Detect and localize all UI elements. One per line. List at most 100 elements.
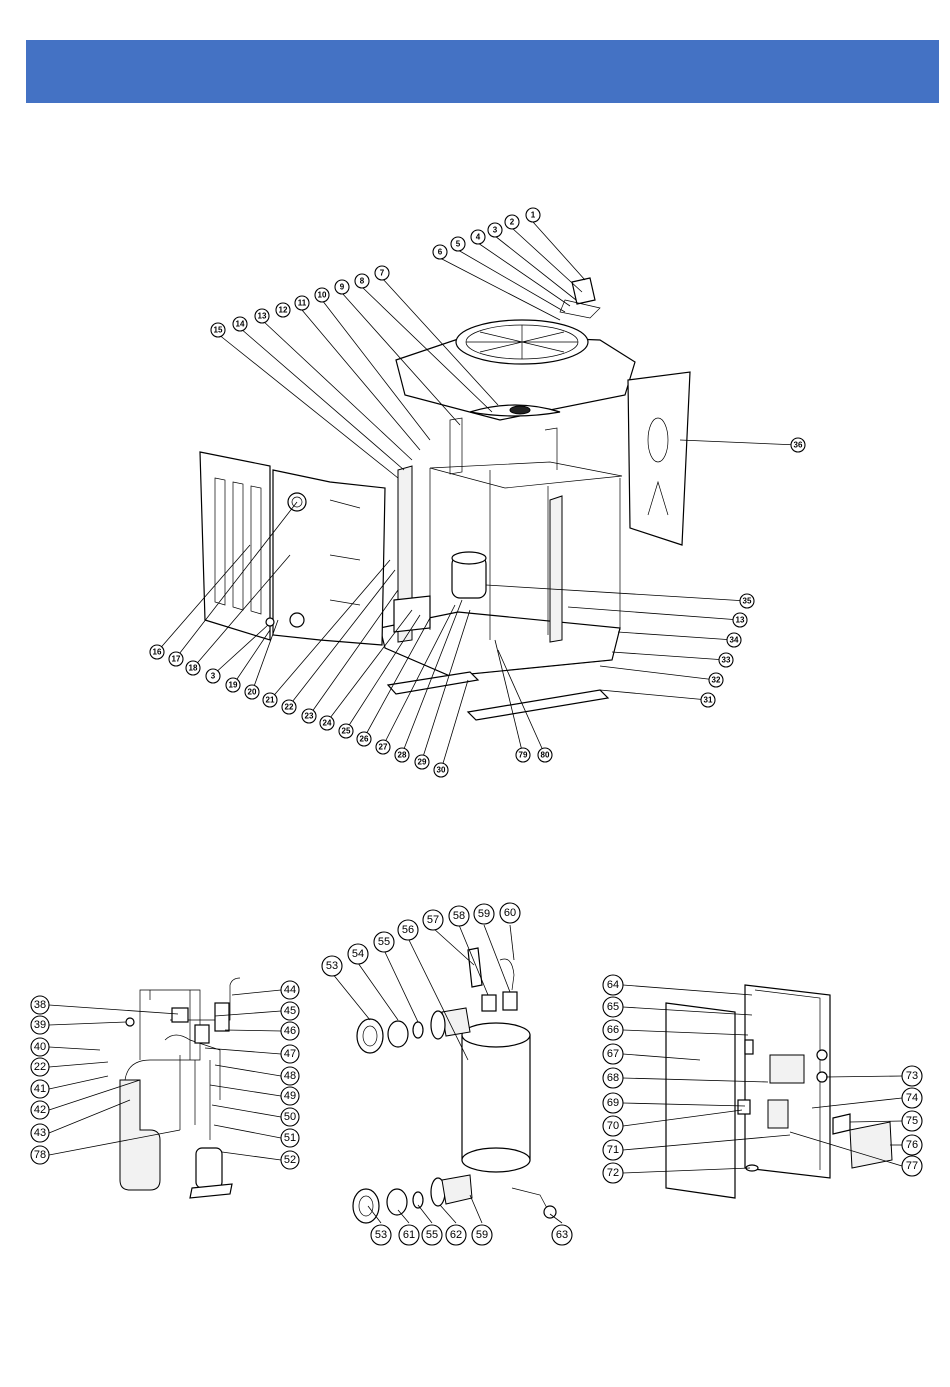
svg-text:10: 10 bbox=[318, 291, 327, 300]
callout-54: 54 bbox=[348, 944, 368, 964]
callout-64: 64 bbox=[603, 975, 623, 995]
callout-25: 25 bbox=[339, 724, 353, 738]
callout-5: 5 bbox=[451, 237, 465, 251]
callout-56: 56 bbox=[398, 920, 418, 940]
callout-24: 24 bbox=[320, 716, 334, 730]
callout-57: 57 bbox=[423, 910, 443, 930]
svg-text:69: 69 bbox=[607, 1097, 619, 1109]
svg-text:59: 59 bbox=[478, 908, 490, 920]
callout-65: 65 bbox=[603, 997, 623, 1017]
callout-48: 48 bbox=[281, 1067, 299, 1085]
svg-text:13: 13 bbox=[736, 616, 745, 625]
svg-text:65: 65 bbox=[607, 1001, 619, 1013]
callout-73: 73 bbox=[902, 1066, 922, 1086]
svg-text:12: 12 bbox=[279, 306, 288, 315]
callout-78: 78 bbox=[31, 1146, 49, 1164]
svg-text:35: 35 bbox=[743, 597, 752, 606]
svg-text:33: 33 bbox=[722, 656, 731, 665]
callout-4: 4 bbox=[471, 230, 485, 244]
svg-text:73: 73 bbox=[906, 1070, 918, 1082]
svg-text:19: 19 bbox=[229, 681, 238, 690]
svg-text:8: 8 bbox=[360, 277, 365, 286]
callout-1: 1 bbox=[526, 208, 540, 222]
piping-callouts: 38 39 40 22 41 42 43 78 44 45 46 47 48 4… bbox=[31, 981, 299, 1169]
callout-3: 3 bbox=[488, 223, 502, 237]
svg-text:55: 55 bbox=[378, 936, 390, 948]
svg-text:5: 5 bbox=[456, 240, 461, 249]
callout-44: 44 bbox=[281, 981, 299, 999]
callout-40: 40 bbox=[31, 1038, 49, 1056]
callout-45: 45 bbox=[281, 1002, 299, 1020]
svg-text:55: 55 bbox=[426, 1229, 438, 1241]
svg-text:6: 6 bbox=[438, 248, 443, 257]
svg-text:46: 46 bbox=[284, 1025, 296, 1037]
piping-leader-lines bbox=[49, 990, 281, 1160]
svg-text:34: 34 bbox=[730, 636, 739, 645]
callout-52: 52 bbox=[281, 1151, 299, 1169]
callout-63: 63 bbox=[552, 1225, 572, 1245]
svg-text:22: 22 bbox=[34, 1061, 46, 1073]
callout-70: 70 bbox=[603, 1116, 623, 1136]
svg-text:21: 21 bbox=[266, 696, 275, 705]
callout-10: 10 bbox=[315, 288, 329, 302]
svg-text:56: 56 bbox=[402, 924, 414, 936]
svg-text:53: 53 bbox=[326, 960, 338, 972]
svg-text:43: 43 bbox=[34, 1127, 46, 1139]
control-box-drawing bbox=[666, 985, 892, 1198]
callout-38: 38 bbox=[31, 996, 49, 1014]
svg-text:48: 48 bbox=[284, 1070, 296, 1082]
callout-72: 72 bbox=[603, 1163, 623, 1183]
callout-76: 76 bbox=[902, 1135, 922, 1155]
svg-text:79: 79 bbox=[519, 751, 528, 760]
svg-text:54: 54 bbox=[352, 948, 364, 960]
callout-59b: 59 bbox=[472, 1225, 492, 1245]
svg-text:25: 25 bbox=[342, 727, 351, 736]
callout-27: 27 bbox=[376, 740, 390, 754]
svg-text:62: 62 bbox=[450, 1229, 462, 1241]
svg-text:50: 50 bbox=[284, 1111, 296, 1123]
callout-9: 9 bbox=[335, 280, 349, 294]
svg-text:74: 74 bbox=[906, 1092, 918, 1104]
callout-7: 7 bbox=[375, 266, 389, 280]
callout-67: 67 bbox=[603, 1044, 623, 1064]
callout-26: 26 bbox=[357, 732, 371, 746]
callout-14: 14 bbox=[233, 317, 247, 331]
svg-text:17: 17 bbox=[172, 655, 181, 664]
svg-text:71: 71 bbox=[607, 1144, 619, 1156]
callout-66: 66 bbox=[603, 1020, 623, 1040]
callout-68: 68 bbox=[603, 1068, 623, 1088]
svg-text:15: 15 bbox=[214, 326, 223, 335]
callout-30: 30 bbox=[434, 763, 448, 777]
callout-6: 6 bbox=[433, 245, 447, 259]
svg-text:4: 4 bbox=[476, 233, 481, 242]
callout-20: 20 bbox=[245, 685, 259, 699]
svg-text:57: 57 bbox=[427, 914, 439, 926]
callout-80: 80 bbox=[538, 748, 552, 762]
svg-text:40: 40 bbox=[34, 1041, 46, 1053]
svg-text:7: 7 bbox=[380, 269, 385, 278]
svg-text:75: 75 bbox=[906, 1115, 918, 1127]
svg-text:66: 66 bbox=[607, 1024, 619, 1036]
svg-text:38: 38 bbox=[34, 999, 46, 1011]
callout-35: 35 bbox=[740, 594, 754, 608]
svg-text:64: 64 bbox=[607, 979, 619, 991]
callout-11: 11 bbox=[295, 296, 309, 310]
svg-text:16: 16 bbox=[153, 648, 162, 657]
main-unit-drawing bbox=[200, 278, 690, 720]
callout-22b: 22 bbox=[31, 1058, 49, 1076]
callout-71: 71 bbox=[603, 1140, 623, 1160]
svg-text:49: 49 bbox=[284, 1090, 296, 1102]
svg-text:9: 9 bbox=[340, 283, 345, 292]
callout-42: 42 bbox=[31, 1101, 49, 1119]
callout-17: 17 bbox=[169, 652, 183, 666]
callout-53: 53 bbox=[322, 956, 342, 976]
svg-text:3: 3 bbox=[211, 672, 216, 681]
callout-47: 47 bbox=[281, 1045, 299, 1063]
callout-59: 59 bbox=[474, 904, 494, 924]
svg-text:47: 47 bbox=[284, 1048, 296, 1060]
callout-28: 28 bbox=[395, 748, 409, 762]
svg-text:29: 29 bbox=[418, 758, 427, 767]
callout-13b: 13 bbox=[733, 613, 747, 627]
svg-text:77: 77 bbox=[906, 1160, 918, 1172]
svg-text:52: 52 bbox=[284, 1154, 296, 1166]
